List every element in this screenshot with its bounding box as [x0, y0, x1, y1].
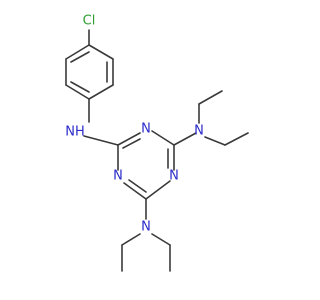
- atom-amine-nh: NH: [65, 125, 85, 140]
- bond-n2-cc: [145, 180, 171, 200]
- structure-canvas: Cl NH N N N N N: [65, 14, 249, 272]
- atom-ring-n3: N: [113, 169, 123, 184]
- bond-c4-c5-inner: [70, 81, 90, 93]
- bond-cc-n3-inner: [128, 179, 147, 193]
- bond-ethyl-upper: [198, 90, 223, 105]
- atom-ring-n1: N: [141, 122, 151, 137]
- chlorophenyl-ring: [65, 44, 114, 100]
- bond-nh-ctriazine: [83, 135, 119, 146]
- molecule-diagram: Cl NH N N N N N: [65, 14, 249, 272]
- bond-ethyl-lower: [224, 132, 249, 146]
- diethylamino-bottom: [121, 198, 171, 272]
- atom-chlorine: Cl: [83, 14, 96, 29]
- bond-c3-c4: [88, 84, 114, 100]
- atom-ring-n2: N: [169, 169, 179, 184]
- bond-c6-c1: [65, 44, 90, 60]
- bond-c6-c1-inner: [70, 51, 90, 63]
- bond-nright-ch2-lower: [204, 136, 226, 146]
- bond-cb-nright: [173, 132, 197, 146]
- triazine-ring: [117, 130, 175, 200]
- atom-amine-n-bottom: N: [141, 220, 151, 235]
- bond-c4-c5: [65, 84, 90, 100]
- bond-ca-n1-inner: [122, 138, 141, 149]
- bond-c1-c2: [88, 44, 114, 60]
- atom-amine-n-right: N: [194, 124, 204, 139]
- bond-ca-n1: [117, 132, 141, 146]
- diethylamino-right: [173, 90, 249, 146]
- bond-nbottom-ch2-left: [121, 233, 141, 246]
- bond-n1-cb: [151, 130, 175, 146]
- bond-cc-n3: [123, 182, 147, 200]
- bond-nbottom-ch2-right: [151, 233, 171, 246]
